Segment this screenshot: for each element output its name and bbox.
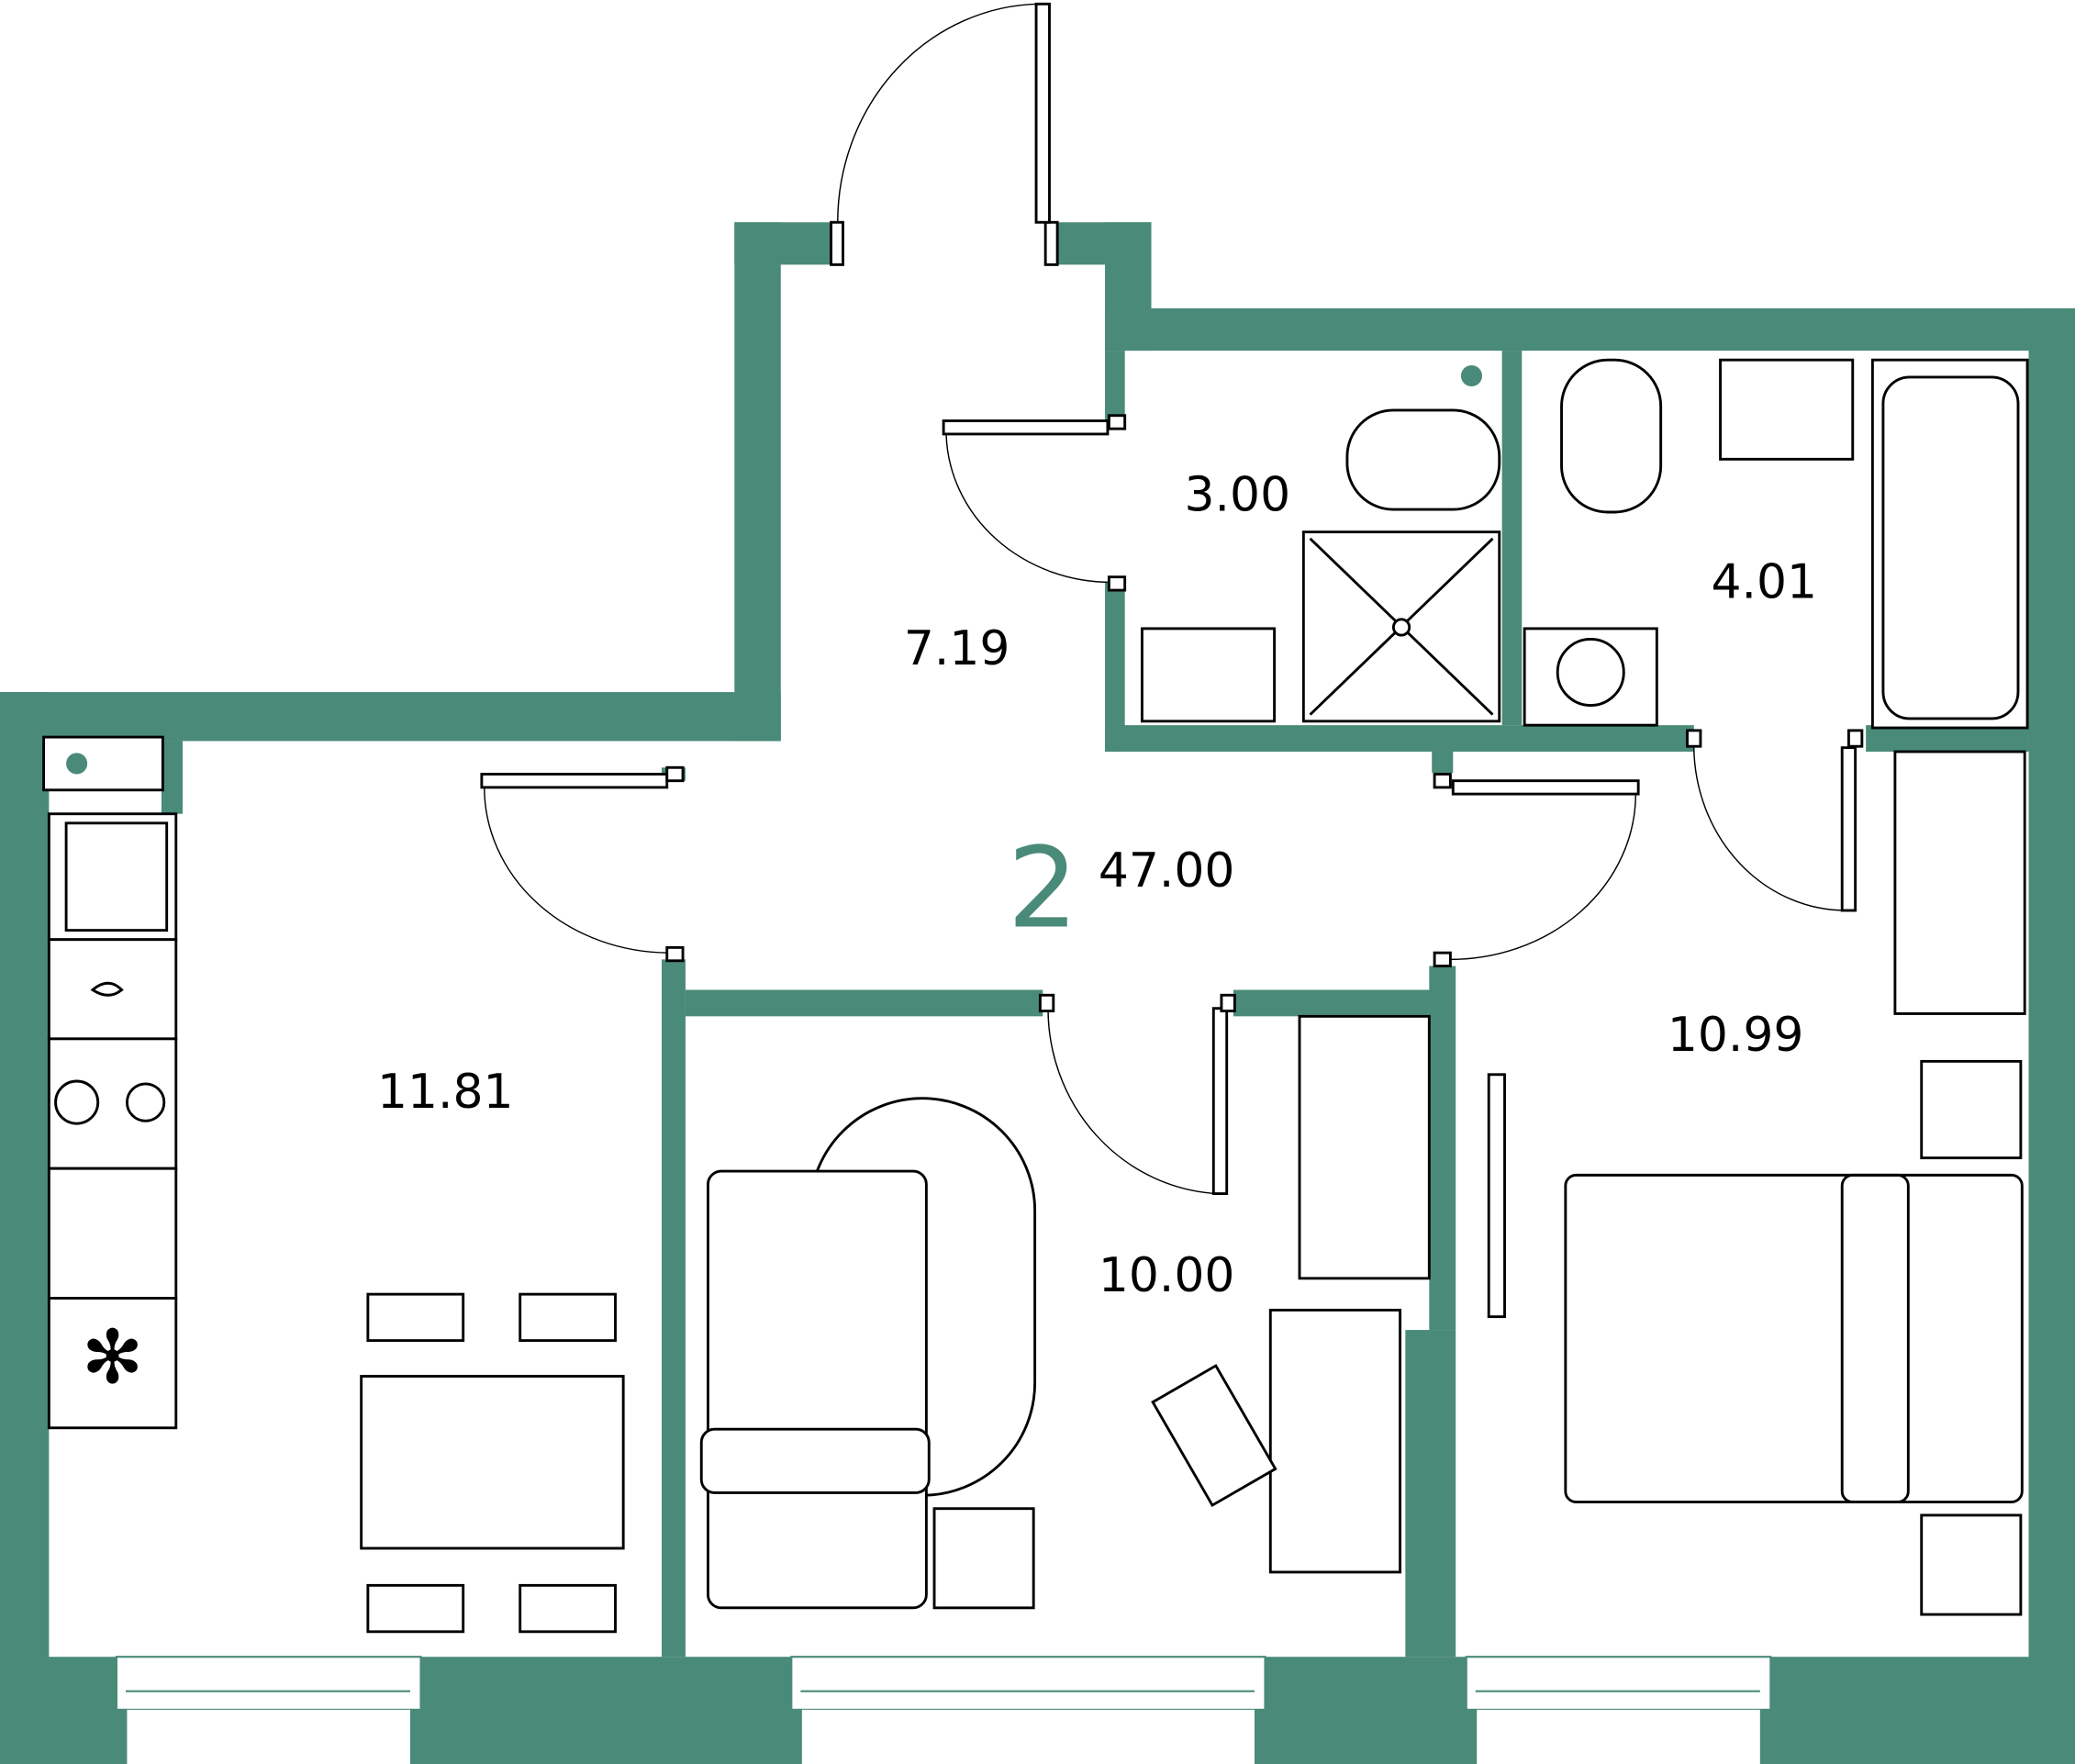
kitchen-door[interactable] <box>480 773 669 789</box>
room-count: 2 <box>1008 823 1078 953</box>
stove <box>47 1037 178 1170</box>
windows <box>115 1656 1772 1764</box>
area-room: 10.00 <box>1099 1248 1235 1303</box>
meter-box <box>42 735 164 792</box>
bedroom-door[interactable] <box>1451 779 1640 796</box>
wardrobe <box>1893 750 2026 1015</box>
area-hallway: 7.19 <box>904 621 1010 676</box>
snowflake-icon: ✻ <box>82 1315 144 1401</box>
area-bedroom: 10.99 <box>1668 1008 1804 1063</box>
area-bathroom-small: 3.00 <box>1185 468 1291 523</box>
chair <box>1151 1364 1277 1508</box>
furniture: ✻ <box>42 358 2029 1634</box>
sink <box>47 812 178 942</box>
entrance-door[interactable] <box>1034 2 1051 224</box>
washbasin-2 <box>1719 358 1855 461</box>
entrance-door-jamb <box>830 220 844 266</box>
desk <box>1268 1309 1402 1574</box>
tv <box>1487 1073 1506 1319</box>
doors <box>480 2 1864 1195</box>
room-door[interactable] <box>1211 1007 1229 1195</box>
area-bathroom: 4.01 <box>1711 555 1817 610</box>
washbasin <box>1140 627 1277 723</box>
total-area: 47.00 <box>1099 843 1235 899</box>
bathroom-door[interactable] <box>942 419 1110 436</box>
bathtub <box>1870 358 2029 730</box>
washing-machine <box>1523 627 1658 727</box>
dining-table <box>360 1375 625 1550</box>
wardrobe-2 <box>1298 1014 1431 1280</box>
area-kitchen: 11.81 <box>377 1065 514 1120</box>
toilet-2 <box>1560 358 1663 514</box>
sofa <box>707 1169 928 1610</box>
fridge <box>47 1297 178 1430</box>
bathroom2-door[interactable] <box>1840 746 1857 912</box>
toilet <box>1345 408 1501 511</box>
bed <box>1564 1173 2024 1503</box>
